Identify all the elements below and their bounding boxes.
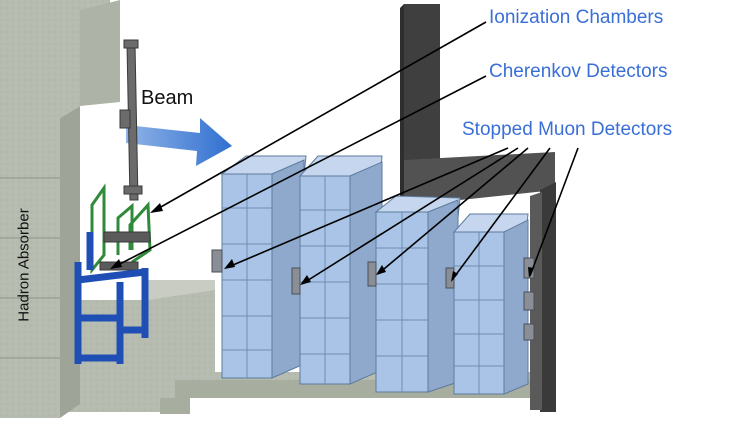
floor-front [160,380,545,414]
steel-wall-side [540,182,556,412]
absorber-block-seams [0,177,60,359]
detector-block-seams [222,174,504,394]
floor-top [148,280,215,300]
beam-arrow [126,118,232,166]
hadron-absorber-label: Hadron Absorber [15,208,33,322]
stopped-muon-detectors-label: Stopped Muon Detectors [462,119,673,140]
steel-wall-front [530,192,542,410]
hadron-absorber-front [0,118,60,418]
hadron-absorber-top-right [80,0,120,106]
cherenkov-frame [90,183,152,275]
callout-lines [111,21,579,285]
steel-wall-top [404,152,555,200]
callout-arrowheads [110,203,534,285]
support-frame [74,232,149,364]
steel-wall-vertical [404,4,440,160]
cherenkov-detectors-label: Cherenkov Detectors [489,61,668,82]
steel-wall-vertical-face [400,4,404,204]
ionization-chambers-label: Ionization Chambers [489,7,664,28]
beam-label: Beam [141,87,194,109]
